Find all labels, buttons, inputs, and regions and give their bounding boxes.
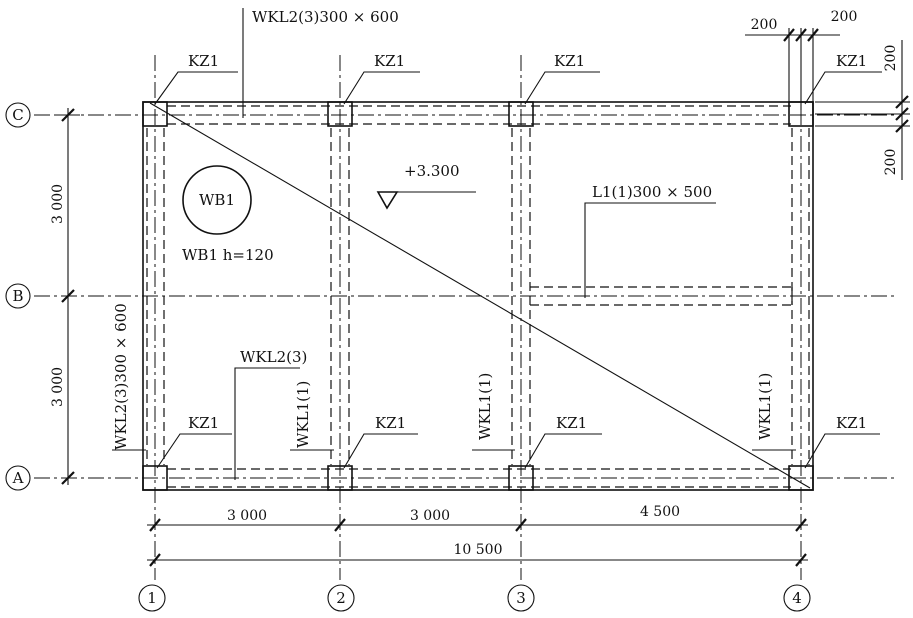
axis-bubble-2: [327, 584, 355, 612]
dim-bay-c-b: 3 000: [50, 184, 66, 224]
wkl2-bottom-leader: [234, 367, 300, 480]
wkl1-label-2: WKL1(1): [294, 381, 312, 448]
slab-outline: [142, 101, 814, 491]
kz1-label-a2: KZ1: [375, 414, 406, 432]
column-c1: [142, 101, 168, 127]
column-a4: [788, 465, 814, 491]
wb1-circle: [182, 165, 252, 235]
dim-span-2-3: 3 000: [410, 508, 450, 524]
axis-label-2: 2: [336, 589, 346, 607]
dim-col-right-2: 200: [883, 149, 899, 176]
column-a3: [508, 465, 534, 491]
dim-tick-c: [61, 108, 75, 122]
dim-bay-b-a: 3 000: [50, 367, 66, 407]
left-dimensions: 3 000 3 000: [50, 108, 80, 485]
axis-bubble-3: [507, 584, 535, 612]
kz1-leader-a2: [343, 433, 418, 469]
elevation-triangle: [376, 191, 399, 210]
elevation-label: +3.300: [404, 162, 460, 180]
kz1-label-a3: KZ1: [556, 414, 587, 432]
axis-bubble-1: [138, 584, 166, 612]
kz1-leader-a4: [804, 433, 880, 469]
wb1-circle-label: WB1: [199, 191, 235, 209]
columns: [142, 101, 814, 491]
wkl1-label-3: WKL1(1): [476, 373, 494, 440]
wkl1-label-4: WKL1(1): [756, 373, 774, 440]
dim-tick-top-1: [783, 28, 795, 42]
axis-bubble-b: [5, 283, 31, 309]
elevation-mark: +3.300: [376, 162, 476, 210]
dim-span-1-2: 3 000: [227, 508, 267, 524]
column-a1: [142, 465, 168, 491]
l1-label: L1(1)300 × 500: [592, 183, 712, 201]
axis-label-4: 4: [792, 589, 802, 607]
axis-bubble-a: [5, 465, 31, 491]
dim-tick-top-3: [807, 28, 819, 42]
column-detail-dimensions: 200 200 200 200: [745, 9, 910, 180]
axis-label-b: B: [12, 287, 23, 305]
wkl2-top-label: WKL2(3)300 × 600: [252, 8, 399, 26]
column-a2: [327, 465, 353, 491]
axis-label-a: A: [12, 469, 24, 487]
dim-col-top-2: 200: [831, 9, 858, 25]
column-c3: [508, 101, 534, 127]
grid-axis-lines: [34, 55, 895, 580]
dim-tick-1a: [149, 518, 161, 532]
kz1-label-a4: KZ1: [836, 414, 867, 432]
kz1-label-c2: KZ1: [374, 52, 405, 70]
axis-bubble-c: [5, 102, 31, 128]
dim-tick-a: [61, 471, 75, 485]
dim-col-right-1: 200: [883, 45, 899, 72]
slab-wb1: WB1 WB1 h=120: [182, 165, 274, 264]
dim-tick-right-3: [895, 119, 909, 133]
kz1-label-c3: KZ1: [554, 52, 585, 70]
row-axis-markers: C B A: [5, 102, 31, 491]
dim-tick-right-2: [895, 107, 909, 121]
dim-total: 10 500: [454, 542, 503, 558]
dim-tick-1b: [149, 553, 161, 567]
axis-bubble-4: [783, 584, 811, 612]
axis-label-1: 1: [147, 589, 157, 607]
kz1-leader-c4: [804, 71, 882, 105]
dim-tick-2a: [334, 518, 346, 532]
wkl2-bottom-label: WKL2(3): [240, 348, 307, 366]
dim-tick-top-2: [795, 28, 807, 42]
kz1-leader-a1: [156, 433, 232, 469]
axis-label-3: 3: [516, 589, 526, 607]
beam-labels: WKL2(3)300 × 600 WKL2(3)300 × 600 WKL2(3…: [112, 8, 796, 480]
wkl2-left-label: WKL2(3)300 × 600: [112, 303, 130, 450]
l1-leader: [584, 202, 716, 298]
bottom-dimensions: 3 000 3 000 4 500 10 500: [147, 504, 808, 567]
beams: [146, 105, 810, 488]
dim-span-3-4: 4 500: [640, 504, 680, 520]
dim-tick-4b: [795, 553, 807, 567]
kz1-label-c1: KZ1: [188, 52, 219, 70]
kz1-leader-a3: [524, 433, 602, 469]
kz1-label-a1: KZ1: [188, 414, 219, 432]
dim-tick-right-1: [895, 95, 909, 109]
dim-col-top-1: 200: [751, 17, 778, 33]
dim-tick-b: [61, 289, 75, 303]
kz1-leader-c3: [524, 71, 600, 105]
col-axis-markers: 1 2 3 4: [138, 584, 811, 612]
dim-tick-3a: [515, 518, 527, 532]
axis-label-c: C: [12, 106, 23, 124]
kz1-leader-c1: [154, 71, 238, 105]
kz1-label-c4: KZ1: [836, 52, 867, 70]
kz1-leader-c2: [343, 71, 420, 105]
wb1-note: WB1 h=120: [182, 246, 274, 264]
column-labels: KZ1 KZ1 KZ1 KZ1 KZ1 KZ1 KZ1 KZ1: [154, 52, 882, 469]
diagonal-line: [149, 102, 811, 489]
column-c2: [327, 101, 353, 127]
dim-tick-4a: [795, 518, 807, 532]
